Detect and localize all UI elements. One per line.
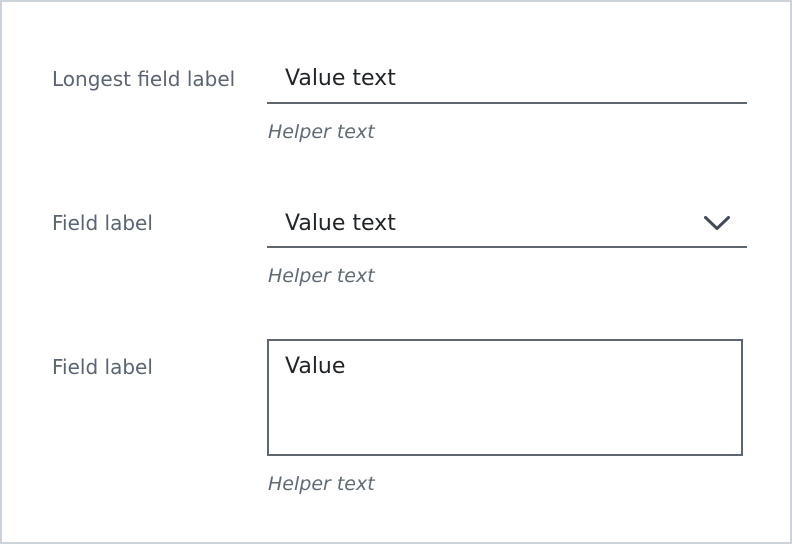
helper-text: Helper text bbox=[268, 473, 375, 495]
textarea-input[interactable]: Value bbox=[267, 339, 743, 456]
field-label: Longest field label bbox=[52, 67, 236, 91]
dropdown-selected-value: Value text bbox=[285, 210, 396, 236]
helper-text: Helper text bbox=[268, 121, 375, 143]
helper-text: Helper text bbox=[268, 265, 375, 287]
text-input[interactable] bbox=[267, 58, 747, 104]
field-label: Field label bbox=[52, 211, 153, 235]
chevron-down-icon[interactable] bbox=[703, 215, 731, 232]
field-label: Field label bbox=[52, 355, 153, 379]
dropdown-select[interactable]: Value text bbox=[267, 202, 747, 248]
